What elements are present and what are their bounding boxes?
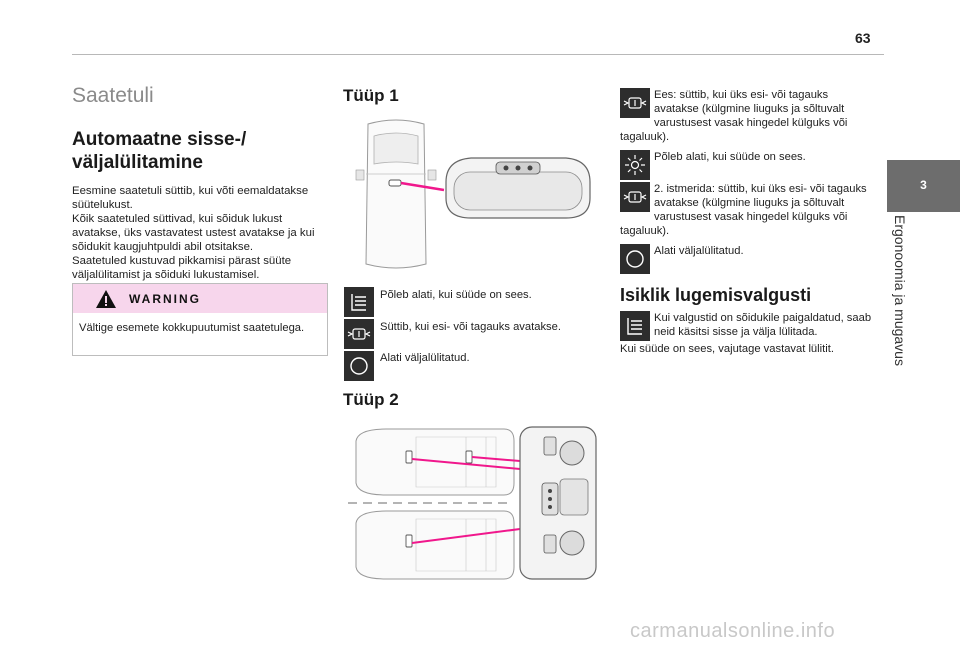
lamp-off-icon (620, 244, 650, 274)
warning-text: Vältige esemete kokkupuutumist saatetule… (79, 322, 305, 334)
sun-icon (620, 150, 650, 180)
warning-box: WARNING Vältige esemete kokkupuutumist s… (72, 283, 328, 356)
door-lamp-icon (620, 182, 650, 212)
type2-illustration (348, 426, 597, 580)
right-item-1: Ees: süttib, kui üks esi- või tagauks av… (620, 88, 875, 144)
section-title: Saatetuli (72, 84, 154, 107)
lamp-on-icon (620, 311, 650, 341)
type1-row-2-text: Süttib, kui esi- või tagauks avatakse. (380, 321, 561, 333)
paragraph-3: Saatetuled kustuvad pikkamisi pärast süü… (72, 255, 292, 281)
page-number: 63 (855, 30, 871, 46)
door-lamp-icon (344, 319, 374, 349)
right-item-2-text: Põleb alati, kui süüde on sees. (654, 151, 806, 163)
warning-label: WARNING (129, 292, 201, 306)
type1-illustration (355, 119, 591, 269)
reading-lamps-text-2: Kui süüde on sees, vajutage vastavat lül… (620, 343, 834, 355)
type1-row-1-text: Põleb alati, kui süüde on sees. (380, 289, 532, 301)
door-lamp-icon (620, 88, 650, 118)
type1-row-3-text: Alati väljalülitatud. (380, 352, 470, 364)
chapter-title-text: Ergonoomia ja mugavus (892, 215, 908, 366)
paragraph-2: Kõik saatetuled süttivad, kui sõiduk luk… (72, 213, 315, 253)
reading-lamps-text: Kui valgustid on sõidukile paigaldatud, … (654, 312, 872, 338)
watermark: carmanualsonline.info (630, 620, 836, 642)
right-item-1-text: Ees: süttib, kui üks esi- või tagauks av… (620, 89, 848, 143)
lamp-on-icon (344, 287, 374, 317)
lamp-off-icon (344, 351, 374, 381)
reading-lamps-item: Kui valgustid on sõidukile paigaldatud, … (620, 311, 875, 356)
paragraph-1: Eesmine saatetuli süttib, kui võti eemal… (72, 185, 309, 211)
warning-triangle-icon (96, 290, 116, 308)
right-item-2: Põleb alati, kui süüde on sees. (620, 150, 875, 181)
type2-title: Tüüp 2 (343, 390, 399, 409)
chapter-title: Ergonoomia ja mugavus (892, 215, 916, 395)
left-column: Saatetuli Automaatne sisse-/ väljalülita… (72, 84, 327, 282)
reading-lamps-title: Isiklik lugemisvalgusti (620, 285, 812, 305)
right-item-3-text: 2. istmerida: süttib, kui üks esi- või t… (620, 183, 867, 237)
chapter-number: 3 (920, 178, 927, 192)
chapter-tab[interactable]: 3 (887, 160, 960, 212)
type1-title: Tüüp 1 (343, 86, 399, 105)
warning-header: WARNING (73, 284, 327, 313)
right-item-4: Alati väljalülitatud. (620, 244, 875, 275)
right-item-4-text: Alati väljalülitatud. (654, 245, 744, 257)
right-item-3: 2. istmerida: süttib, kui üks esi- või t… (620, 182, 875, 238)
subtitle: Automaatne sisse-/ väljalülitamine (72, 129, 247, 173)
top-divider (72, 54, 884, 55)
